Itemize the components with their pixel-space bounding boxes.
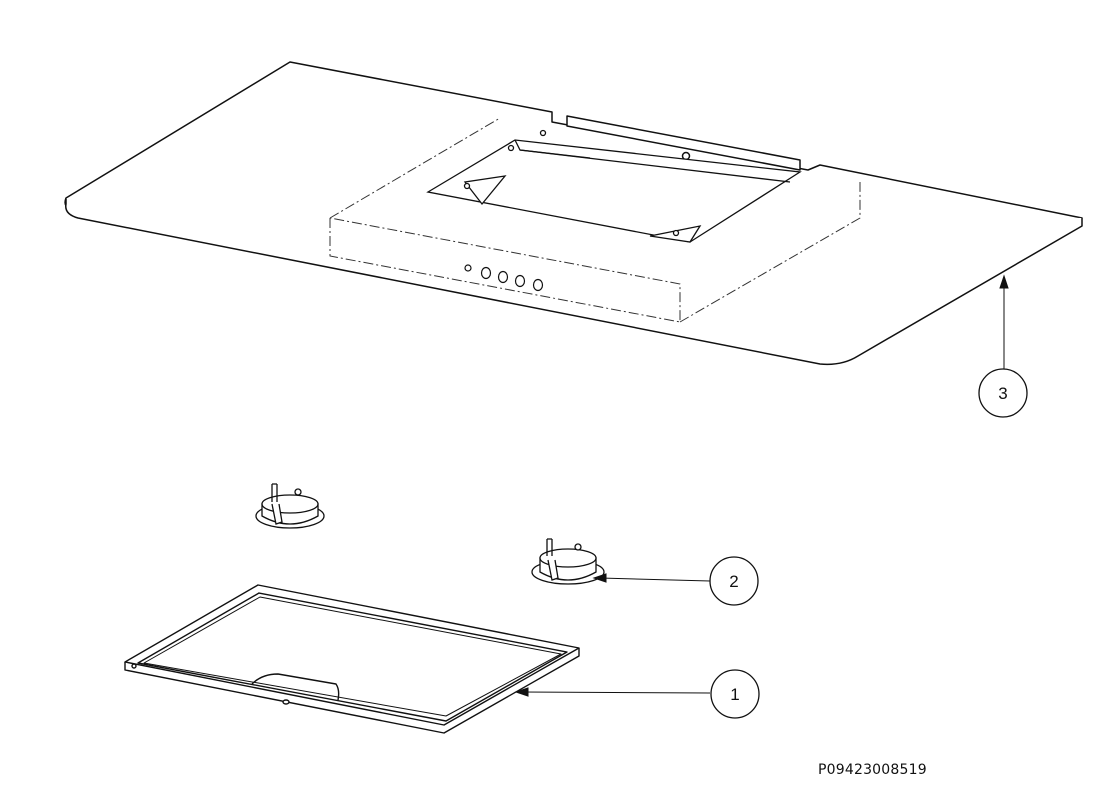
callout-label: 3	[998, 384, 1007, 403]
charcoal-filter	[531, 538, 605, 585]
filter-frame-inner	[137, 592, 568, 722]
control-panel	[464, 264, 544, 292]
part-code: P09423008519	[818, 762, 927, 778]
callout-label: 2	[729, 572, 738, 591]
control-button	[480, 266, 492, 280]
callout-2: 2	[709, 556, 759, 606]
canopy-opening	[426, 139, 802, 243]
canopy-hidden-outline	[329, 117, 861, 323]
leader-lines	[514, 274, 1009, 697]
control-button	[497, 270, 509, 284]
canopy-front-edge	[65, 198, 1083, 366]
indicator-light	[464, 264, 472, 272]
charcoal-filter	[255, 483, 325, 529]
canopy-recess	[426, 129, 802, 243]
callout-3: 3	[978, 368, 1028, 418]
control-button	[514, 274, 526, 288]
filter-panel	[124, 584, 580, 734]
rear-bracket	[566, 115, 801, 171]
callout-1: 1	[710, 669, 760, 719]
filter-handle	[251, 673, 340, 701]
control-button	[532, 278, 544, 292]
filter-frame-edge	[124, 648, 580, 734]
callout-label: 1	[730, 685, 739, 704]
